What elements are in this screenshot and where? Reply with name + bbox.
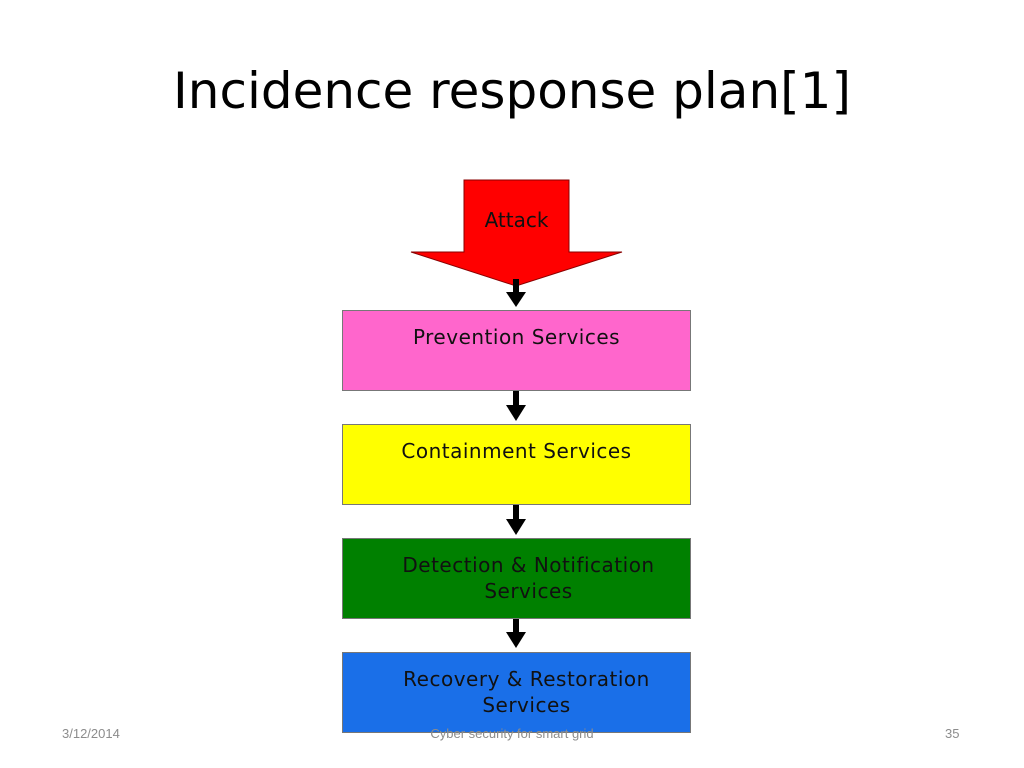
attack-label: Attack <box>484 208 549 232</box>
footer-date: 3/12/2014 <box>62 726 120 741</box>
connector-arrow-4 <box>506 619 526 648</box>
containment-services-label: Containment Services <box>401 439 632 463</box>
connector-arrow-3 <box>506 505 526 535</box>
containment-services-box: Containment Services <box>342 424 691 505</box>
footer-page-number: 35 <box>945 726 960 741</box>
recovery-restoration-services-box: Recovery & Restoration Services <box>342 652 691 733</box>
prevention-services-label: Prevention Services <box>412 325 621 349</box>
footer-center-text: Cyber security for smart grid <box>430 726 594 741</box>
recovery-restoration-services-label: Recovery & Restoration Services <box>403 667 650 717</box>
attack-arrow-shape <box>410 179 623 287</box>
detection-notification-services-box: Detection & Notification Services <box>342 538 691 619</box>
connector-arrow-1 <box>506 279 526 307</box>
connector-arrow-2 <box>506 391 526 421</box>
detection-notification-services-label: Detection & Notification Services <box>402 553 655 603</box>
prevention-services-box: Prevention Services <box>342 310 691 391</box>
slide-title: Incidence response plan[1] <box>173 62 851 120</box>
